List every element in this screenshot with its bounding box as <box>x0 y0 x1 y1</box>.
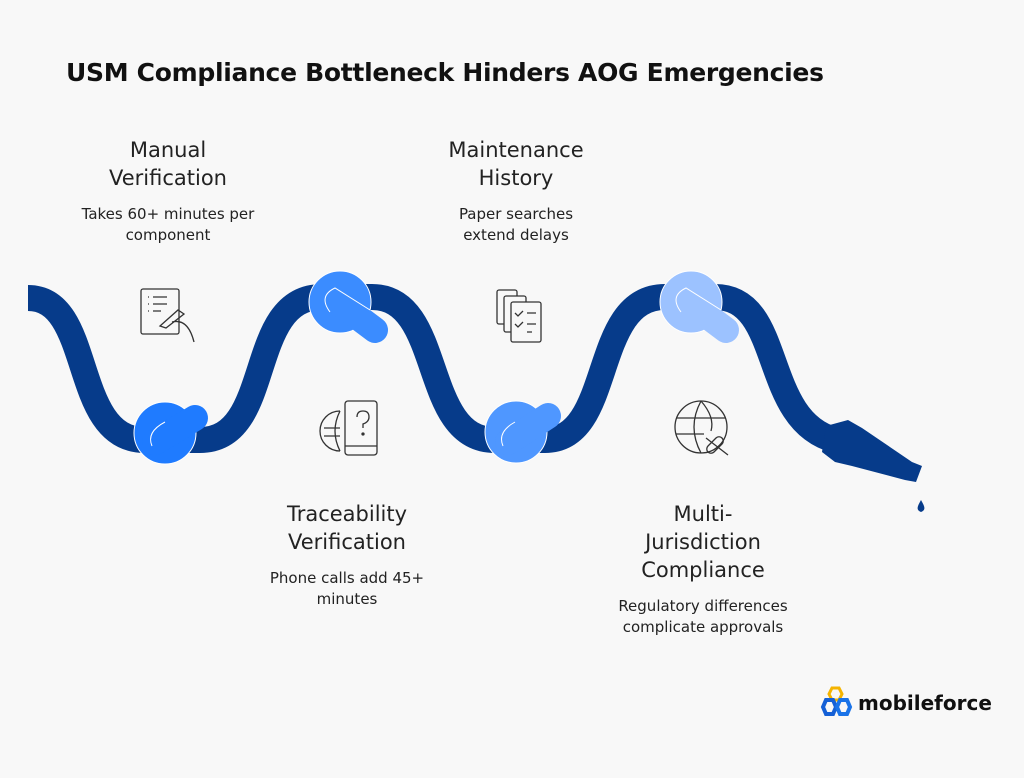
hexagon-logo-icon <box>820 686 853 716</box>
knot-2 <box>308 270 388 343</box>
nozzle <box>822 420 922 482</box>
step-description: Paper searches extend delays <box>458 205 574 244</box>
water-drop-icon <box>917 500 925 512</box>
page-title: USM Compliance Bottleneck Hinders AOG Em… <box>66 58 824 87</box>
knot-1 <box>133 401 208 465</box>
checklist-signing-icon <box>140 288 195 343</box>
step-heading: Maintenance History <box>448 138 584 190</box>
step-description: Regulatory differences complicate approv… <box>618 597 788 636</box>
hose <box>26 284 840 453</box>
step-manual-verification: Manual Verification Takes 60+ minutes pe… <box>48 136 288 246</box>
knot-4 <box>659 270 739 343</box>
document-stack-icon <box>496 289 542 343</box>
step-multi-jurisdiction: Multi-Jurisdiction Compliance Regulatory… <box>583 500 823 638</box>
logo-text: mobileforce <box>858 691 992 715</box>
step-description: Takes 60+ minutes per component <box>81 205 255 244</box>
globe-broken-link-icon <box>674 400 729 456</box>
knot-3 <box>484 400 561 464</box>
step-heading: Traceability Verification <box>286 502 408 554</box>
mobileforce-logo: mobileforce <box>818 686 992 720</box>
globe-phone-question-icon <box>319 400 378 456</box>
step-description: Phone calls add 45+ minutes <box>269 569 425 608</box>
step-maintenance-history: Maintenance History Paper searches exten… <box>396 136 636 246</box>
step-heading: Multi-Jurisdiction Compliance <box>641 502 765 582</box>
step-heading: Manual Verification <box>109 138 227 190</box>
step-traceability-verification: Traceability Verification Phone calls ad… <box>227 500 467 610</box>
